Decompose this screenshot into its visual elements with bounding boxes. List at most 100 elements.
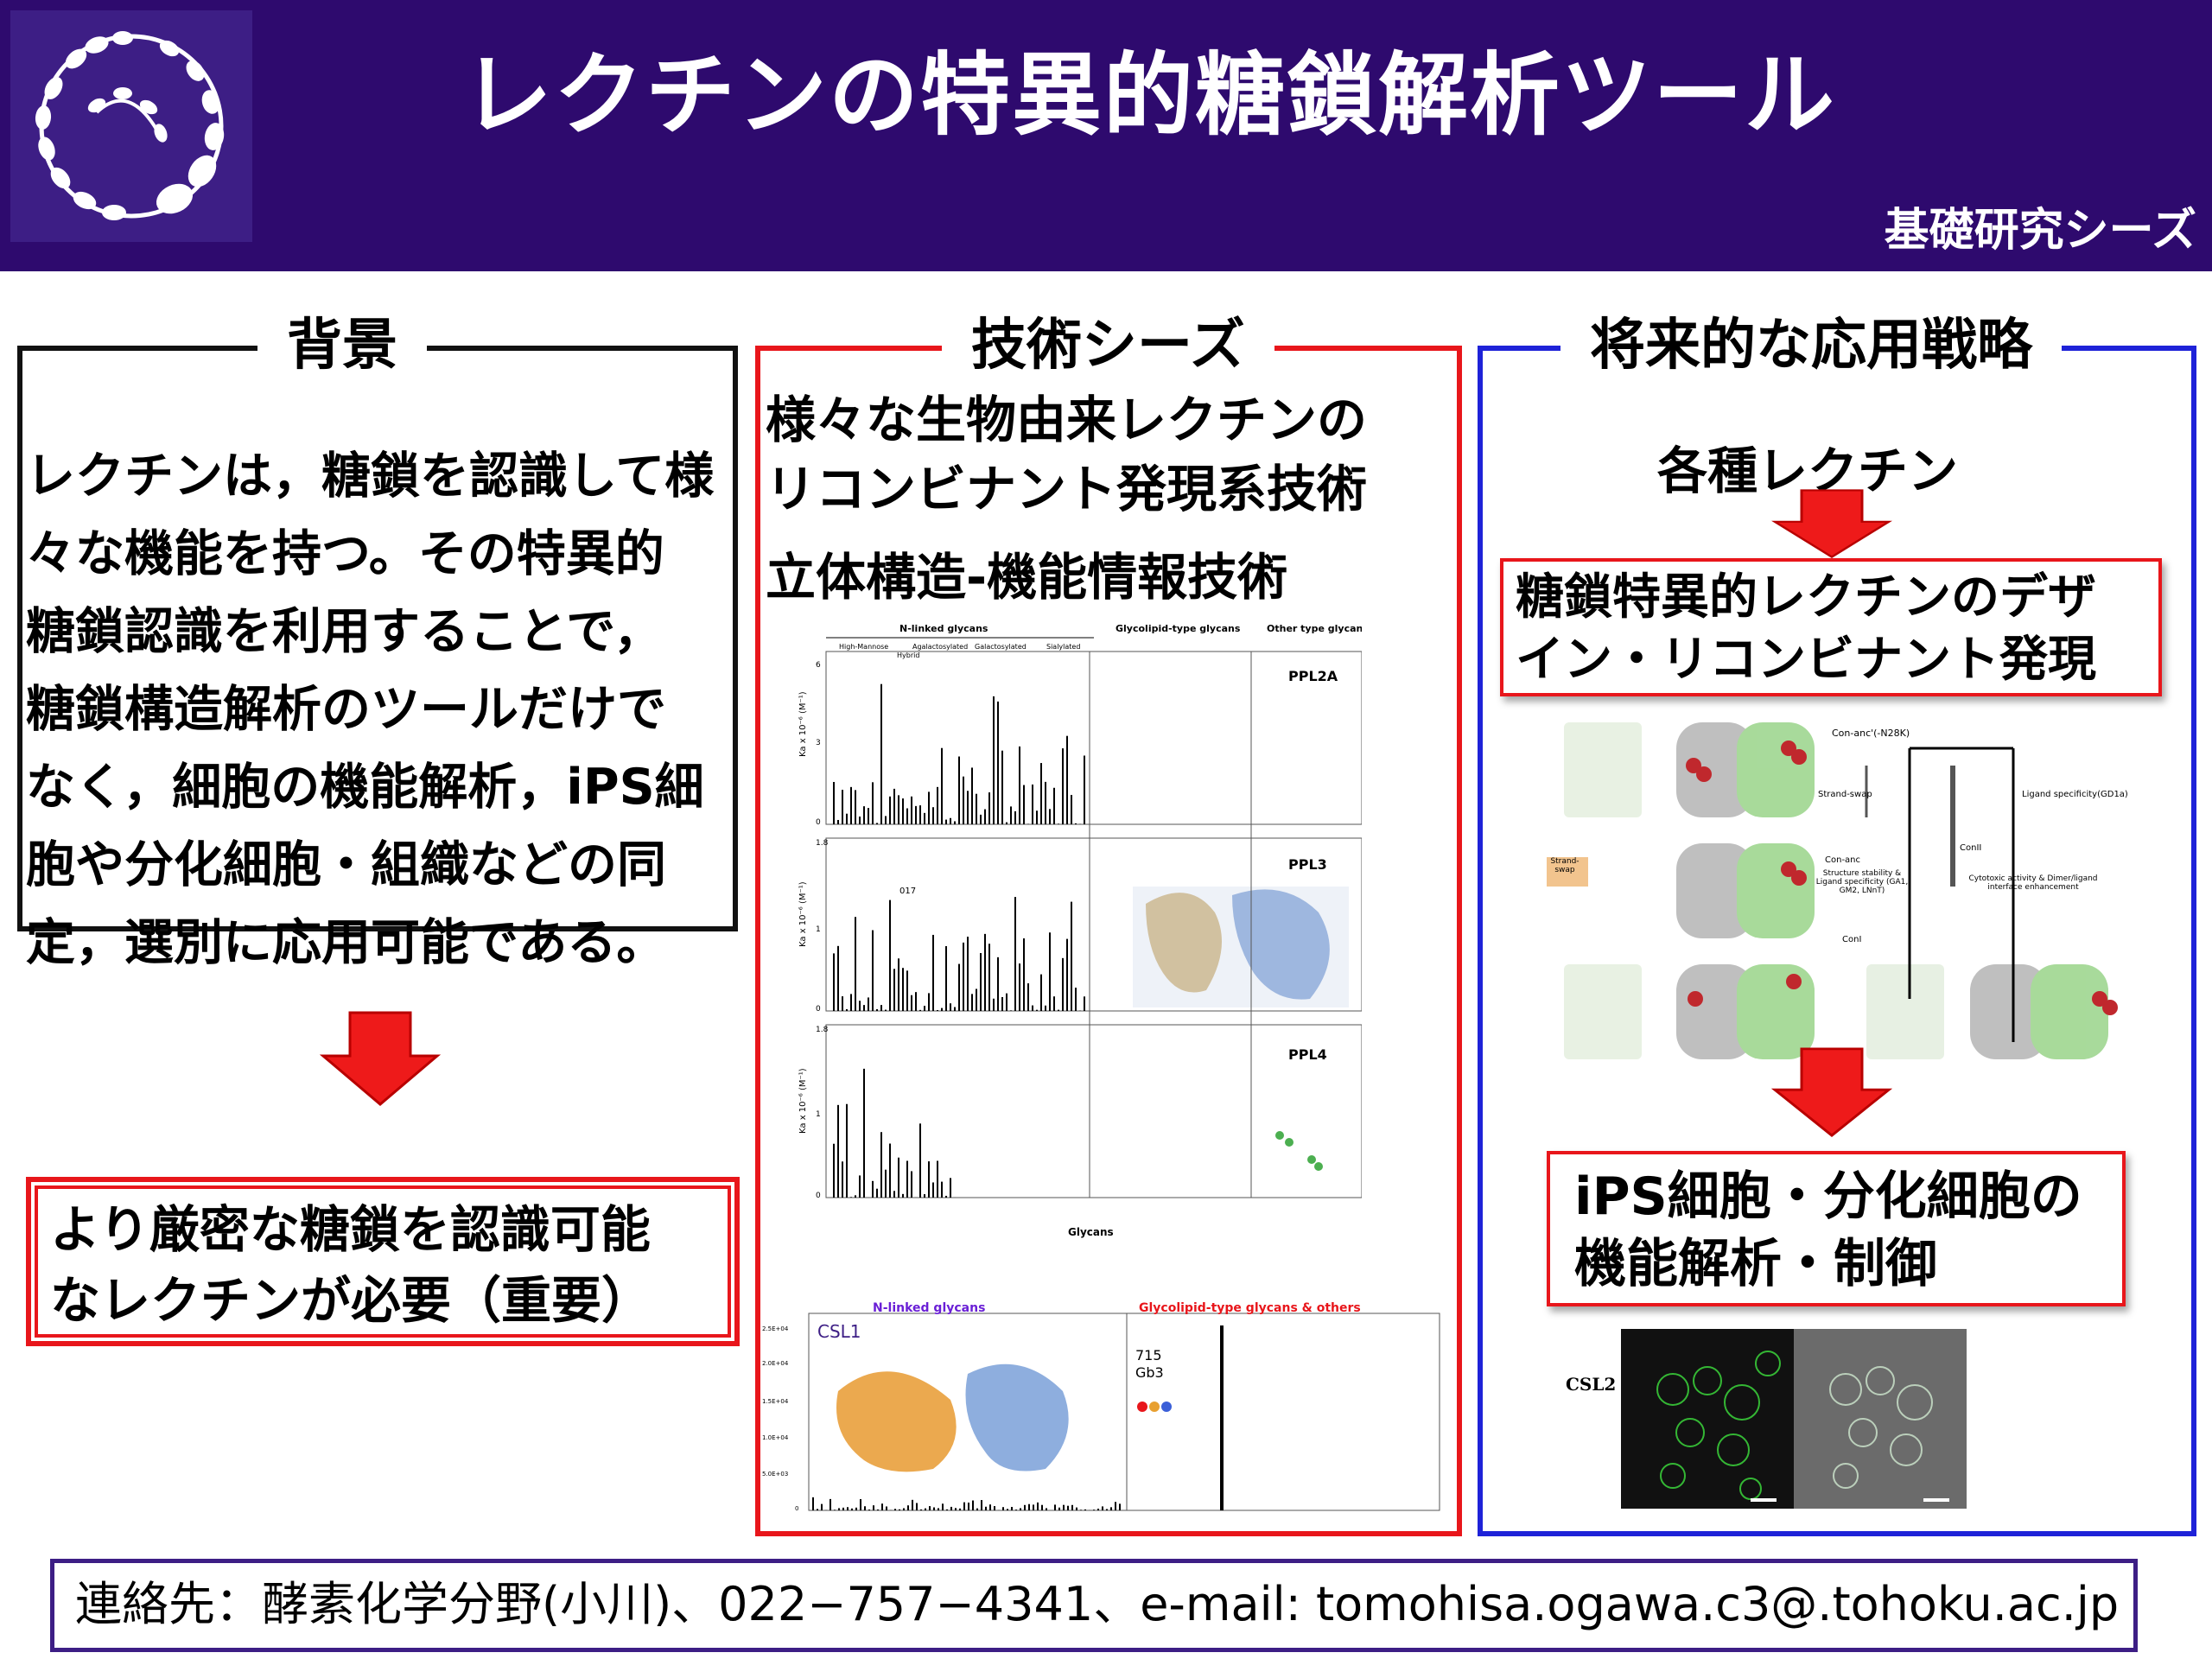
bar <box>885 816 887 824</box>
bar <box>1075 823 1077 824</box>
bar <box>876 1008 878 1011</box>
background-line: 胞や分化細胞・組織などの同 <box>26 836 666 893</box>
page-subtitle: 基礎研究シーズ <box>1884 205 2196 257</box>
bar <box>932 807 934 824</box>
bar <box>1033 1504 1034 1510</box>
panel-label-ppl2a: PPL2A <box>1288 668 1338 684</box>
bar <box>907 1505 909 1510</box>
bar <box>846 1008 848 1011</box>
tick-label: 1.8 <box>816 839 829 848</box>
bar <box>898 795 899 824</box>
background-line: 糖鎖認識を利用することで， <box>26 603 664 660</box>
leaf-wreath-icon <box>35 31 225 220</box>
bar <box>980 814 982 824</box>
background-line: 糖鎖構造解析のツールだけで <box>26 681 666 738</box>
bar <box>1071 901 1072 1011</box>
bar <box>1020 1508 1021 1510</box>
bar <box>1058 1507 1060 1510</box>
csl1-label: CSL1 <box>817 1321 861 1342</box>
bar <box>950 1506 952 1510</box>
tick-label: 0 <box>816 1192 821 1200</box>
group-nlinked: N-linked glycans <box>899 623 988 634</box>
bar <box>928 791 930 824</box>
bar <box>855 1195 856 1198</box>
diagram-label: ConI <box>1842 935 1861 944</box>
bar <box>872 1180 874 1198</box>
bar <box>1049 809 1051 824</box>
tick-label: 0 <box>816 818 821 827</box>
bar <box>821 1503 823 1510</box>
bar <box>868 808 869 824</box>
bar <box>945 819 947 824</box>
bar <box>833 781 835 824</box>
bar <box>1006 993 1007 1011</box>
bar <box>1053 787 1055 824</box>
tick-label: 1 <box>816 1110 821 1119</box>
bar <box>950 1003 951 1011</box>
bar <box>885 1009 887 1011</box>
bar <box>886 1506 887 1510</box>
glycan-array-chart: N-linked glycans Glycolipid-type glycans… <box>783 619 1369 1241</box>
bar <box>932 934 934 1011</box>
bar <box>967 937 969 1011</box>
bar <box>1054 1504 1056 1510</box>
bar <box>889 796 891 824</box>
bar <box>928 993 930 1011</box>
bar <box>1053 996 1055 1011</box>
future-panel: 将来的な応用戦略 <box>1478 302 2196 1536</box>
bar <box>984 933 986 1011</box>
bar <box>1002 1507 1004 1510</box>
bar <box>863 806 865 824</box>
bar <box>855 1507 857 1510</box>
bar <box>898 1157 899 1198</box>
bar <box>963 1502 965 1510</box>
header-bar <box>0 0 2212 271</box>
bar <box>1041 1504 1043 1510</box>
sub-high-mannose: High-Mannose <box>839 643 888 651</box>
bar <box>1062 748 1064 824</box>
bar <box>1106 1509 1108 1510</box>
tech-panel: 技術シーズ <box>755 302 1462 1536</box>
bar <box>1001 750 1003 824</box>
bar <box>837 1104 839 1198</box>
bar <box>1001 996 1003 1011</box>
tick-label: 6 <box>816 661 821 670</box>
bar <box>915 992 917 1011</box>
tech-line-1: 様々な生物由来レクチンの <box>766 391 1368 449</box>
bar <box>916 1503 918 1510</box>
bar <box>1084 996 1085 1011</box>
background-title: 背景 <box>257 302 427 389</box>
bar <box>911 1171 912 1198</box>
bar <box>902 798 904 824</box>
bar <box>1076 1507 1077 1510</box>
university-logo <box>10 10 252 242</box>
bar <box>902 968 904 1011</box>
csl1-ytick: 2.0E+04 <box>762 1360 789 1367</box>
bar <box>1066 938 1068 1011</box>
bar <box>1084 755 1085 824</box>
bar <box>1045 781 1046 824</box>
bar <box>1007 1509 1008 1510</box>
contact-info: 連絡先：酵素化学分野(小川)、022−757−4341、e-mail: tomo… <box>50 1559 2138 1652</box>
bar <box>1014 897 1016 1011</box>
csl1-ytick: 1.5E+04 <box>762 1398 789 1405</box>
bar <box>833 953 835 1011</box>
bar <box>846 1103 848 1198</box>
bar <box>945 1195 947 1198</box>
bar <box>817 1509 818 1510</box>
diagram-svg: Con-anc'(-N28K) Strand-swap Ligand speci… <box>1541 722 2128 1059</box>
bar <box>938 1508 939 1510</box>
bar <box>1014 810 1016 824</box>
bar <box>902 1193 904 1198</box>
bar <box>993 998 995 1011</box>
bar <box>929 1506 931 1510</box>
bar <box>837 819 839 824</box>
panel-label-ppl3: PPL3 <box>1288 856 1327 873</box>
diagram-label: Con-anc <box>1825 855 1860 865</box>
bar <box>842 790 843 824</box>
bar <box>958 963 960 1011</box>
bar <box>911 796 912 824</box>
bar <box>954 1007 956 1011</box>
xlabel: Glycans <box>1068 1226 1114 1238</box>
bar <box>880 1005 882 1011</box>
